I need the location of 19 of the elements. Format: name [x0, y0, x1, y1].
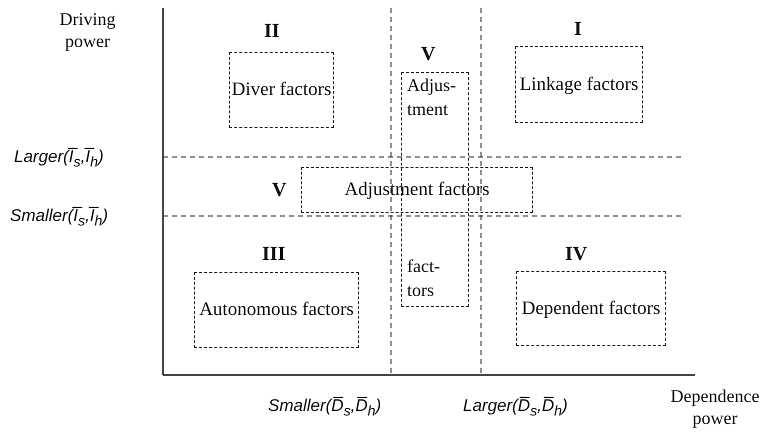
factor-label: Linkage factors [520, 72, 638, 96]
roman-numeral: V [421, 43, 436, 66]
axis-tick-label: Larger(D̅$_{s}$,D̅$_{h}$) [463, 395, 568, 422]
roman-numeral: I [574, 18, 582, 41]
factor-label: fact- tors [407, 255, 441, 302]
axis-tick-label: Smaller(D̅$_{s}$,D̅$_{h}$) [268, 395, 382, 422]
axis-title: Dependence power [670, 385, 760, 429]
factor-label: Diver factors [232, 78, 332, 102]
factor-label: Autonomous factors [199, 298, 354, 322]
axis-tick-label: Larger(I̅$_{s}$,I̅$_{h}$) [14, 146, 104, 172]
factor-label: Dependent factors [522, 296, 660, 320]
roman-numeral: IV [565, 243, 588, 266]
roman-numeral: V [272, 179, 286, 202]
roman-numeral: III [262, 243, 286, 266]
roman-numeral: II [264, 20, 280, 43]
axis-title: Driving power [58, 8, 116, 52]
factor-label: Adjus- tment [407, 74, 457, 121]
factor-label: Adjustment factors [344, 178, 490, 202]
axis-tick-label: Smaller(I̅$_{s}$,I̅$_{h}$) [10, 205, 108, 232]
